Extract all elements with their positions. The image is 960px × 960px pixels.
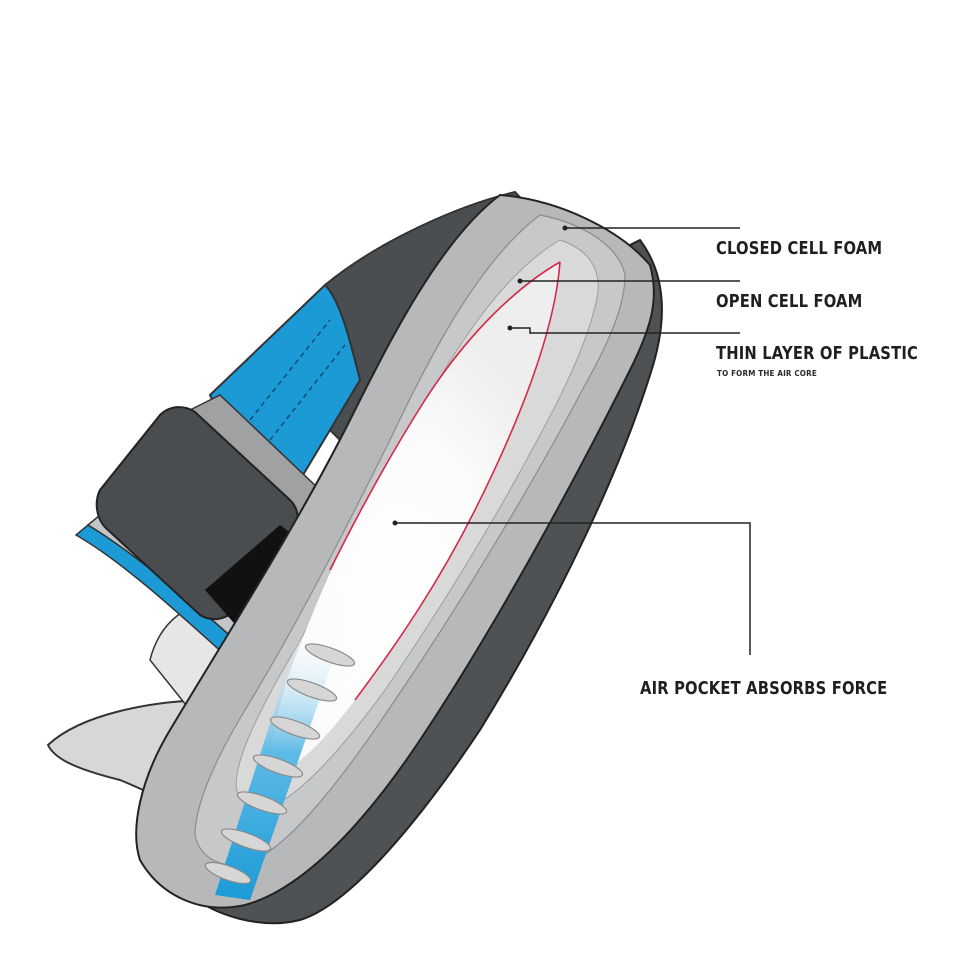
- air-pocket: [272, 262, 560, 775]
- leader-dot: [517, 278, 523, 284]
- leader-thin-plastic: [510, 327, 740, 334]
- leader-dots: [392, 225, 568, 526]
- label-thin-layer-plastic-sub: TO FORM THE AIR CORE: [717, 369, 817, 378]
- label-air-pocket: AIR POCKET ABSORBS FORCE: [640, 678, 888, 699]
- lace-rung: [204, 861, 252, 885]
- lace-rung: [269, 716, 321, 740]
- leader-dot: [562, 225, 568, 231]
- plastic-air-core-line: [329, 261, 561, 701]
- label-thin-layer-plastic: THIN LAYER OF PLASTIC: [716, 343, 918, 364]
- lace-rungs: [204, 643, 356, 885]
- lace-rung: [286, 678, 338, 702]
- lace-rung: [220, 828, 272, 852]
- leader-lines: [395, 227, 751, 655]
- lace-rung: [236, 791, 288, 815]
- lace-rung: [304, 643, 356, 667]
- leader-dot: [507, 325, 513, 331]
- lace-rung: [252, 754, 304, 778]
- strap-stitching: [249, 319, 346, 441]
- label-closed-cell-foam: CLOSED CELL FOAM: [716, 238, 883, 259]
- leader-air-pocket: [395, 522, 751, 655]
- grip-shadow: [205, 525, 300, 630]
- label-open-cell-foam: OPEN CELL FOAM: [716, 291, 863, 312]
- leader-dot: [392, 520, 398, 526]
